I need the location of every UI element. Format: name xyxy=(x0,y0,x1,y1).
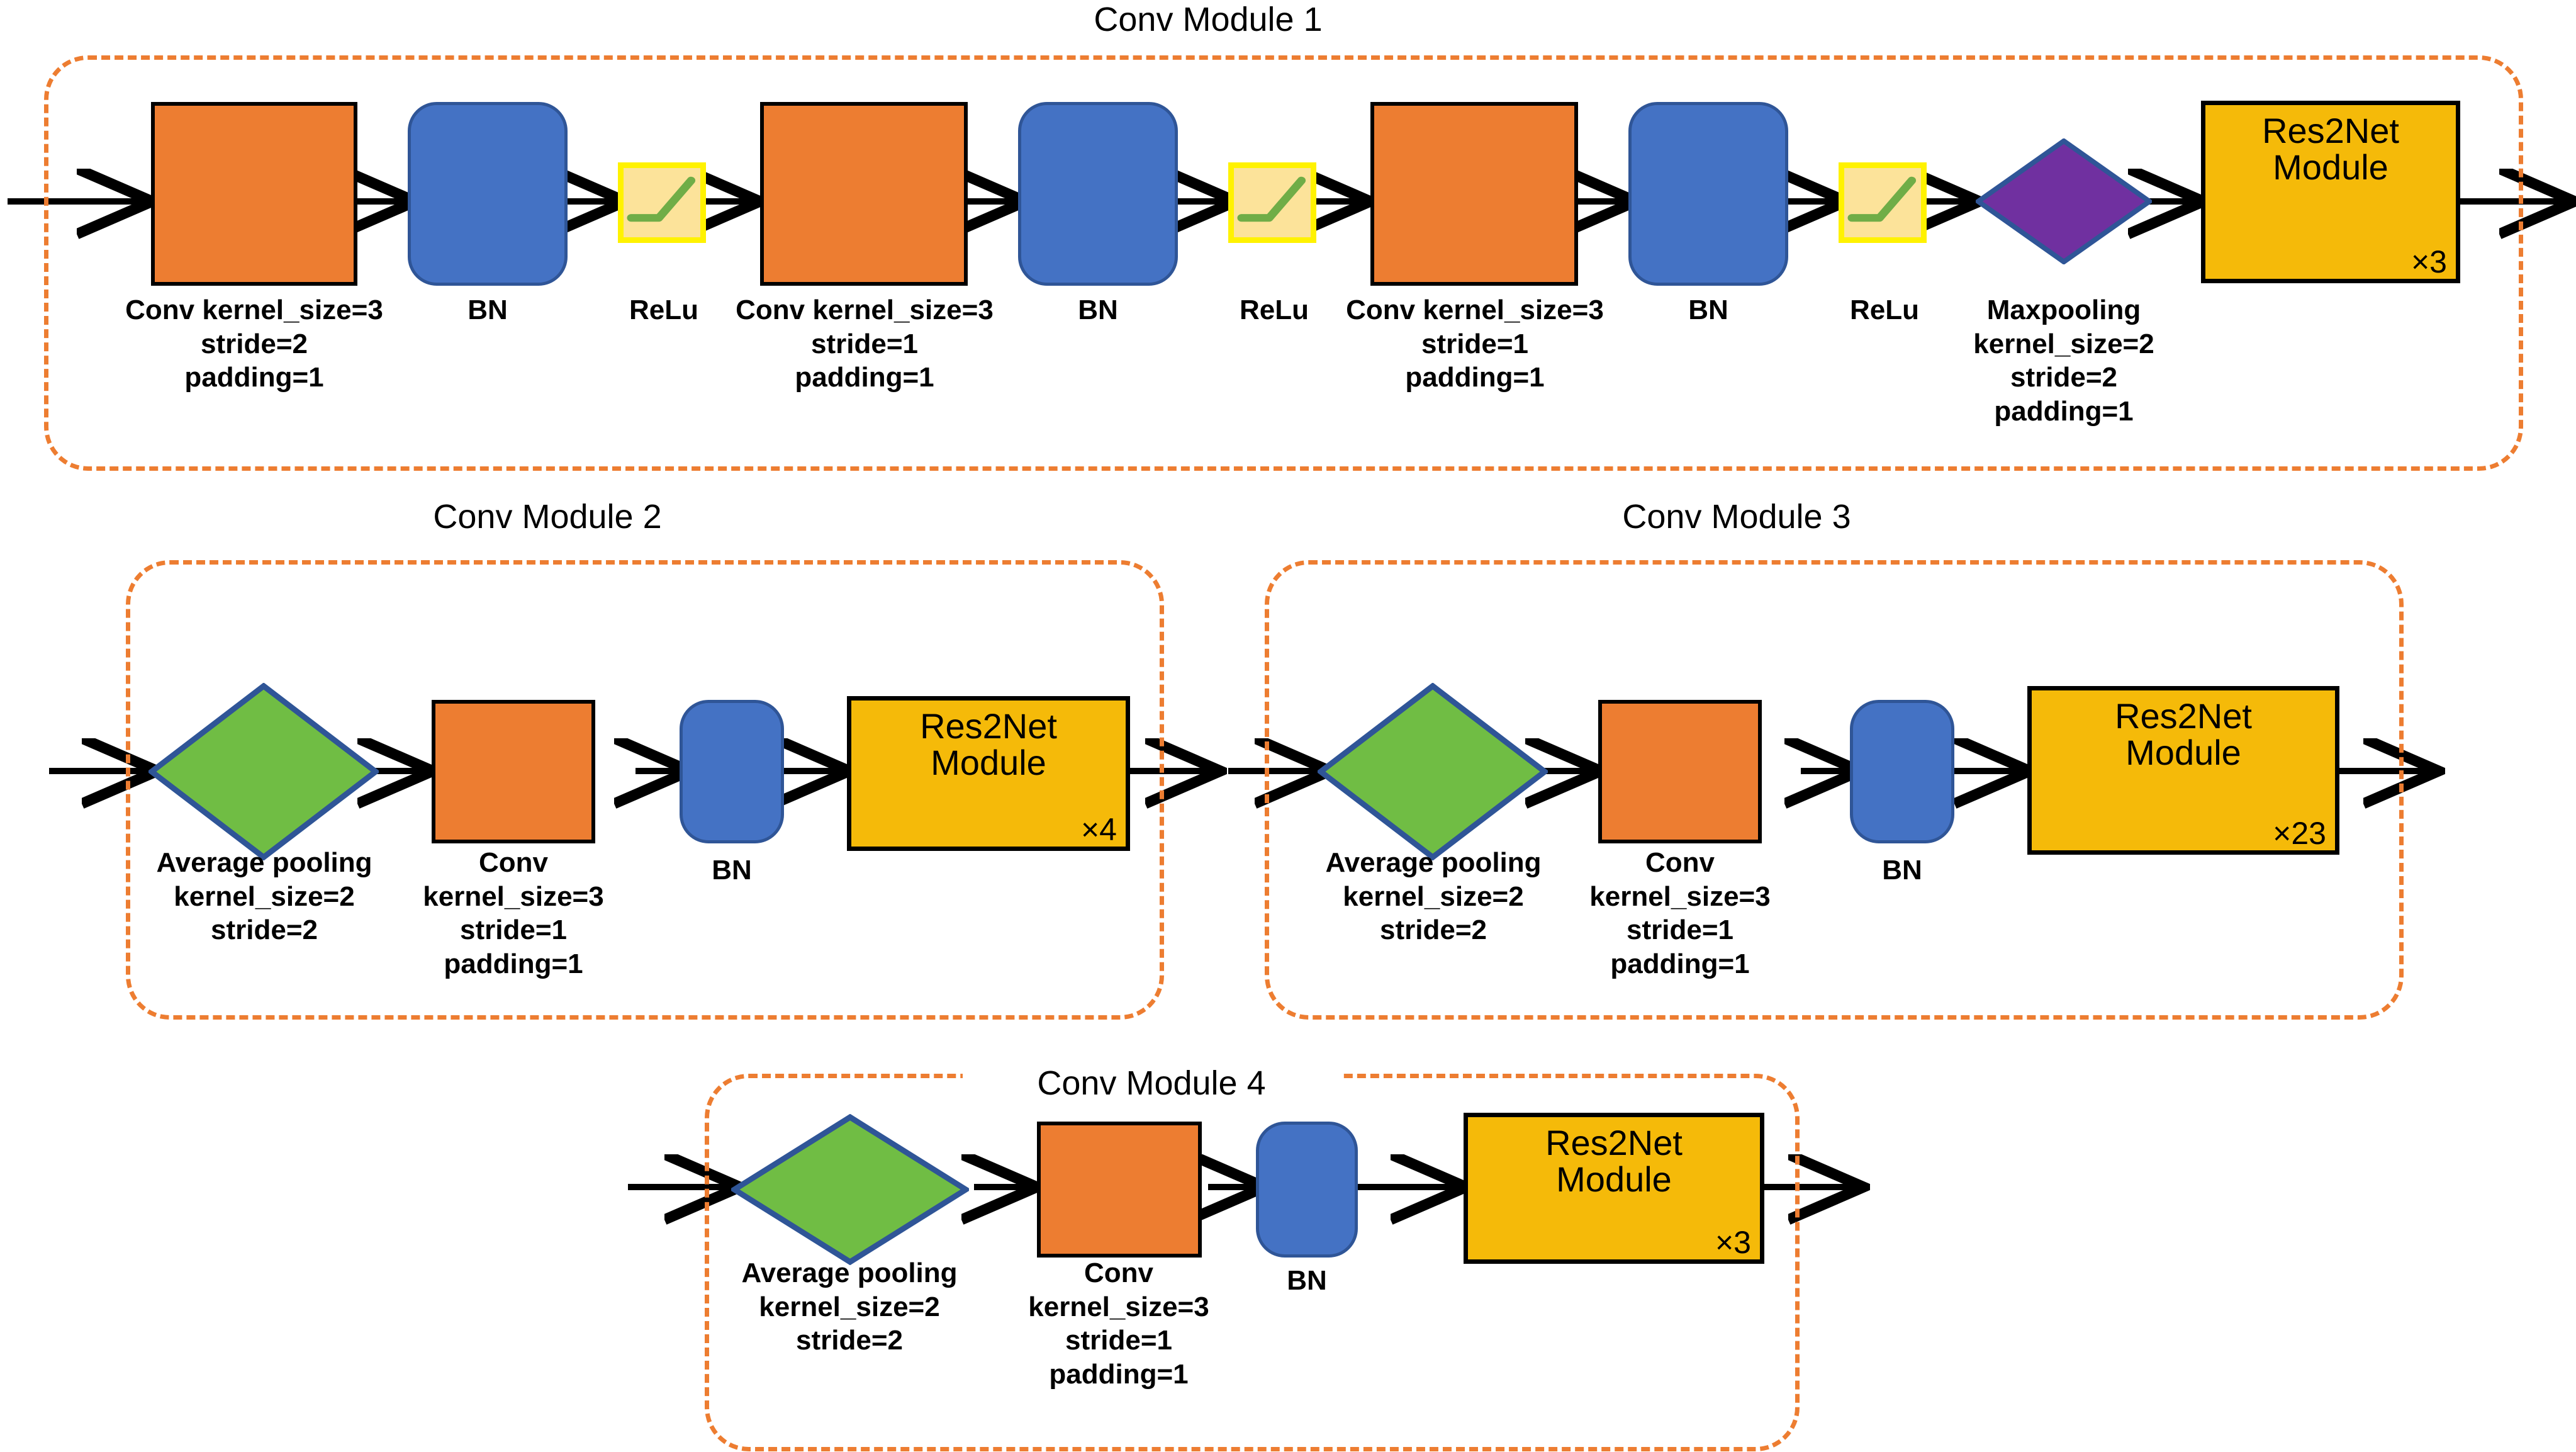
relu-icon-m1-3-label: ReLu xyxy=(1850,295,1919,325)
bn-block-m2-label: BN xyxy=(712,855,752,886)
bn-block-m4[interactable] xyxy=(1256,1122,1358,1258)
avgpool-diamond-m2-label: Average pooling kernel_size=2 stride=2 xyxy=(156,847,372,946)
relu-curve-icon xyxy=(627,176,696,222)
conv-module-1-container xyxy=(44,55,2523,471)
conv-block-m2-label: Conv kernel_size=3 stride=1 padding=1 xyxy=(423,847,604,980)
maxpool-diamond-m1-label: Maxpooling kernel_size=2 stride=2 paddin… xyxy=(1973,295,2154,427)
res2net-block-m1[interactable]: Res2Net Module ×3 xyxy=(2201,101,2460,283)
bn-block-m4-label: BN xyxy=(1287,1265,1327,1296)
conv-block-m4-label: Conv kernel_size=3 stride=1 padding=1 xyxy=(1028,1258,1209,1390)
bn-block-m1-2[interactable] xyxy=(1018,102,1178,286)
res2net-block-m4-text: Res2Net Module xyxy=(1545,1123,1683,1200)
relu-icon-m1-1[interactable] xyxy=(618,162,706,243)
relu-icon-m1-2-label: ReLu xyxy=(1240,295,1309,325)
relu-curve-icon xyxy=(1847,176,1917,222)
conv-block-m1-2[interactable] xyxy=(760,102,968,286)
conv-module-4-title: Conv Module 4 xyxy=(963,1064,1340,1103)
conv-block-m3-label: Conv kernel_size=3 stride=1 padding=1 xyxy=(1589,847,1771,980)
bn-block-m1-3[interactable] xyxy=(1628,102,1788,286)
conv-module-2-container xyxy=(126,560,1164,1020)
conv-module-1-title: Conv Module 1 xyxy=(1094,1,1323,38)
bn-block-m1-1-label: BN xyxy=(468,295,508,325)
res2net-block-m3-count: ×23 xyxy=(2273,816,2326,851)
conv-block-m4[interactable] xyxy=(1037,1122,1202,1258)
res2net-block-m3-text: Res2Net Module xyxy=(2115,696,2252,773)
bn-block-m2[interactable] xyxy=(680,700,784,843)
conv-block-m1-1[interactable] xyxy=(151,102,357,286)
res2net-block-m1-count: ×3 xyxy=(2411,244,2447,279)
res2net-block-m3[interactable]: Res2Net Module ×23 xyxy=(2027,686,2339,855)
conv-block-m2[interactable] xyxy=(432,700,595,843)
avgpool-diamond-m3-label: Average pooling kernel_size=2 stride=2 xyxy=(1325,847,1542,946)
bn-block-m3[interactable] xyxy=(1850,700,1954,843)
avgpool-diamond-m4[interactable] xyxy=(731,1114,969,1265)
conv-block-m1-3-label: Conv kernel_size=3 stride=1 padding=1 xyxy=(1346,295,1604,393)
conv-block-m3[interactable] xyxy=(1598,700,1762,843)
bn-block-m1-1[interactable] xyxy=(408,102,568,286)
conv-block-m1-1-label: Conv kernel_size=3 stride=2 padding=1 xyxy=(125,295,383,393)
res2net-block-m1-text: Res2Net Module xyxy=(2262,111,2399,188)
avgpool-diamond-m2[interactable] xyxy=(148,683,379,860)
conv-block-m1-2-label: Conv kernel_size=3 stride=1 padding=1 xyxy=(736,295,994,393)
avgpool-diamond-m4-label: Average pooling kernel_size=2 stride=2 xyxy=(741,1258,958,1356)
avgpool-diamond-m3[interactable] xyxy=(1318,683,1548,860)
conv-module-2-title: Conv Module 2 xyxy=(433,498,662,536)
res2net-block-m4-count: ×3 xyxy=(1715,1225,1751,1260)
res2net-block-m4[interactable]: Res2Net Module ×3 xyxy=(1464,1113,1764,1264)
relu-curve-icon xyxy=(1237,176,1306,222)
conv-block-m1-3[interactable] xyxy=(1370,102,1578,286)
res2net-block-m2-text: Res2Net Module xyxy=(920,706,1057,783)
res2net-block-m2[interactable]: Res2Net Module ×4 xyxy=(847,696,1130,851)
maxpool-diamond-m1[interactable] xyxy=(1976,138,2152,264)
relu-icon-m1-1-label: ReLu xyxy=(629,295,698,325)
bn-block-m1-3-label: BN xyxy=(1688,295,1728,325)
relu-icon-m1-2[interactable] xyxy=(1228,162,1316,243)
bn-block-m1-2-label: BN xyxy=(1078,295,1118,325)
bn-block-m3-label: BN xyxy=(1882,855,1922,886)
res2net-block-m2-count: ×4 xyxy=(1080,812,1117,847)
relu-icon-m1-3[interactable] xyxy=(1839,162,1927,243)
conv-module-3-title: Conv Module 3 xyxy=(1622,498,1851,536)
conv-module-3-container xyxy=(1265,560,2404,1020)
